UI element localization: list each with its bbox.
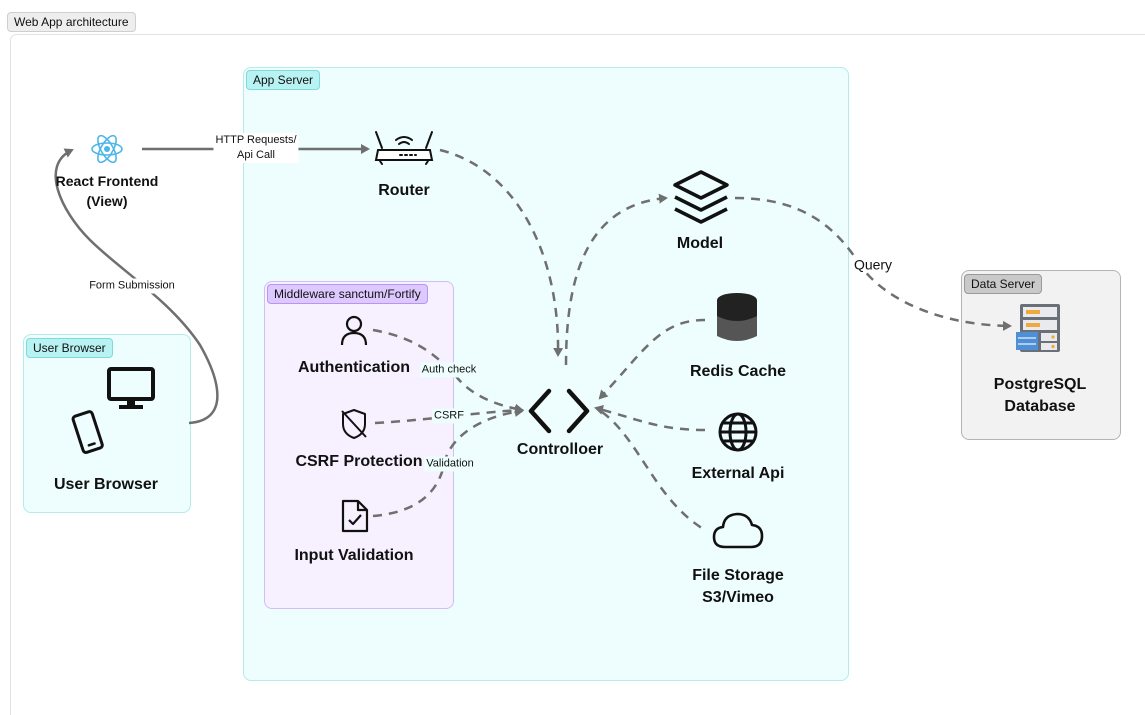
file-storage-label: File Storage S3/Vimeo	[692, 567, 784, 606]
shield-off-icon	[341, 409, 367, 439]
model-label: Model	[676, 235, 724, 252]
edge-router-controller	[439, 148, 564, 357]
middleware-region	[264, 281, 454, 609]
smartphone-icon	[71, 410, 104, 454]
code-brackets-icon	[528, 388, 590, 434]
router-label: Router	[378, 182, 430, 199]
react-logo-icon	[91, 134, 123, 164]
monitor-icon	[107, 367, 155, 409]
edge-label-form: Form Submission	[87, 278, 177, 294]
file-check-icon	[341, 499, 369, 533]
user-browser-label: User Browser	[53, 476, 159, 493]
external-api-label: External Api	[691, 465, 785, 482]
authentication-label: Authentication	[298, 359, 410, 376]
react-frontend-label: React Frontend (View)	[55, 173, 159, 209]
edge-auth-controller	[372, 328, 524, 414]
middleware-label: Middleware sanctum/Fortify	[267, 284, 428, 304]
user-browser-region-label: User Browser	[26, 338, 113, 358]
app-server-label: App Server	[246, 70, 321, 90]
validation-label: Input Validation	[294, 547, 414, 564]
globe-icon	[718, 412, 758, 452]
edge-label-csrf: CSRF	[432, 408, 466, 424]
wifi-router-icon	[374, 131, 434, 165]
postgres-label: PostgreSQL Database	[993, 376, 1087, 415]
data-server-region	[961, 270, 1121, 440]
edge-redis-controller	[598, 318, 706, 400]
layers-stack-icon	[673, 170, 729, 224]
edge-controller-model	[564, 193, 668, 366]
edge-label-auth-check: Auth check	[419, 362, 479, 378]
database-cylinder-icon	[717, 293, 757, 341]
data-server-label: Data Server	[964, 274, 1043, 294]
controller-label: Controlloer	[516, 441, 604, 458]
main-frame	[10, 34, 1145, 715]
edge-controller-storage	[601, 410, 706, 532]
csrf-label: CSRF Protection	[295, 453, 423, 470]
edge-api-controller	[594, 405, 706, 432]
user-browser-region	[23, 334, 191, 513]
edge-label-http: HTTP Requests/ Api Call	[213, 133, 299, 163]
server-rack-icon	[1016, 304, 1060, 352]
edge-csrf-controller	[374, 405, 524, 425]
redis-label: Redis Cache	[689, 363, 787, 380]
edge-label-query: Query	[851, 256, 895, 273]
edge-label-validation: Validation	[424, 456, 476, 472]
user-icon	[340, 315, 368, 346]
cloud-icon	[712, 512, 764, 549]
diagram-title: Web App architecture	[7, 12, 136, 32]
